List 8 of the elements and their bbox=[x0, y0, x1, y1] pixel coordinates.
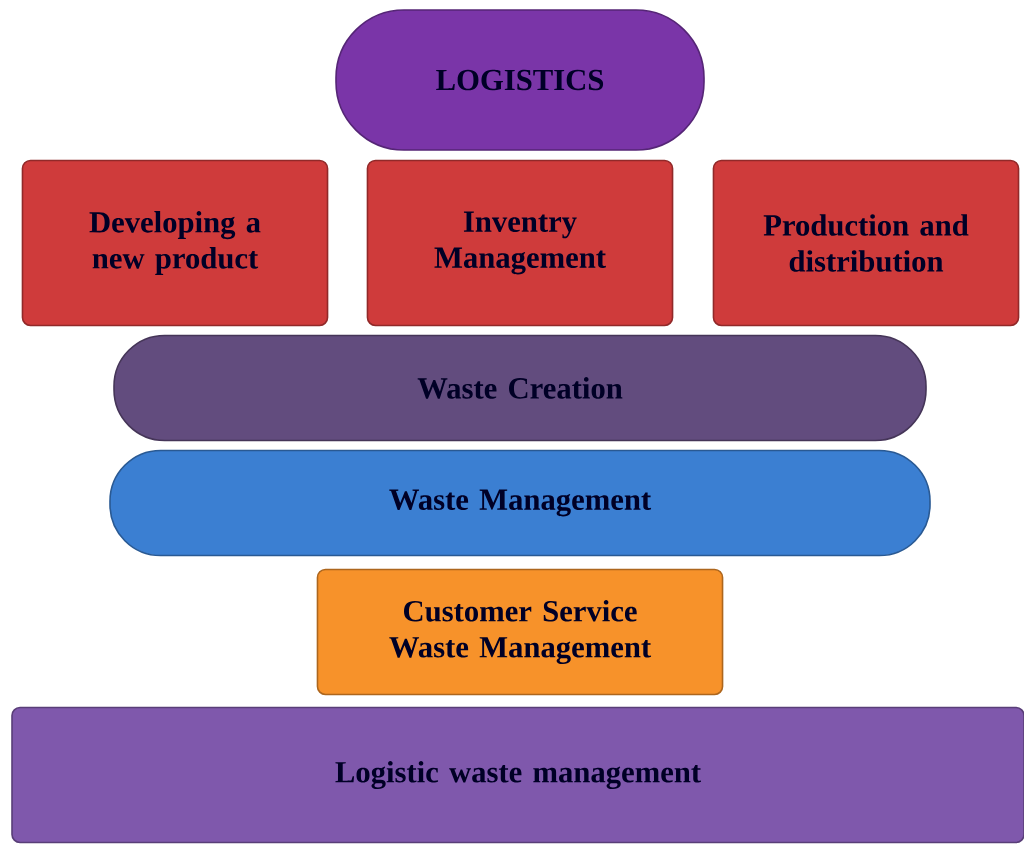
process-box: Production and distribution bbox=[712, 159, 1020, 327]
pill-box: LOGISTICS bbox=[335, 9, 705, 151]
oval-band: Waste Management bbox=[109, 449, 931, 557]
base-band: Logistic waste management bbox=[11, 706, 1024, 844]
process-box: Developing a new product bbox=[21, 159, 329, 327]
oval-band: Waste Creation bbox=[113, 334, 927, 442]
process-box: Inventry Management bbox=[366, 159, 674, 327]
process-box: Customer Service Waste Management bbox=[316, 568, 724, 696]
